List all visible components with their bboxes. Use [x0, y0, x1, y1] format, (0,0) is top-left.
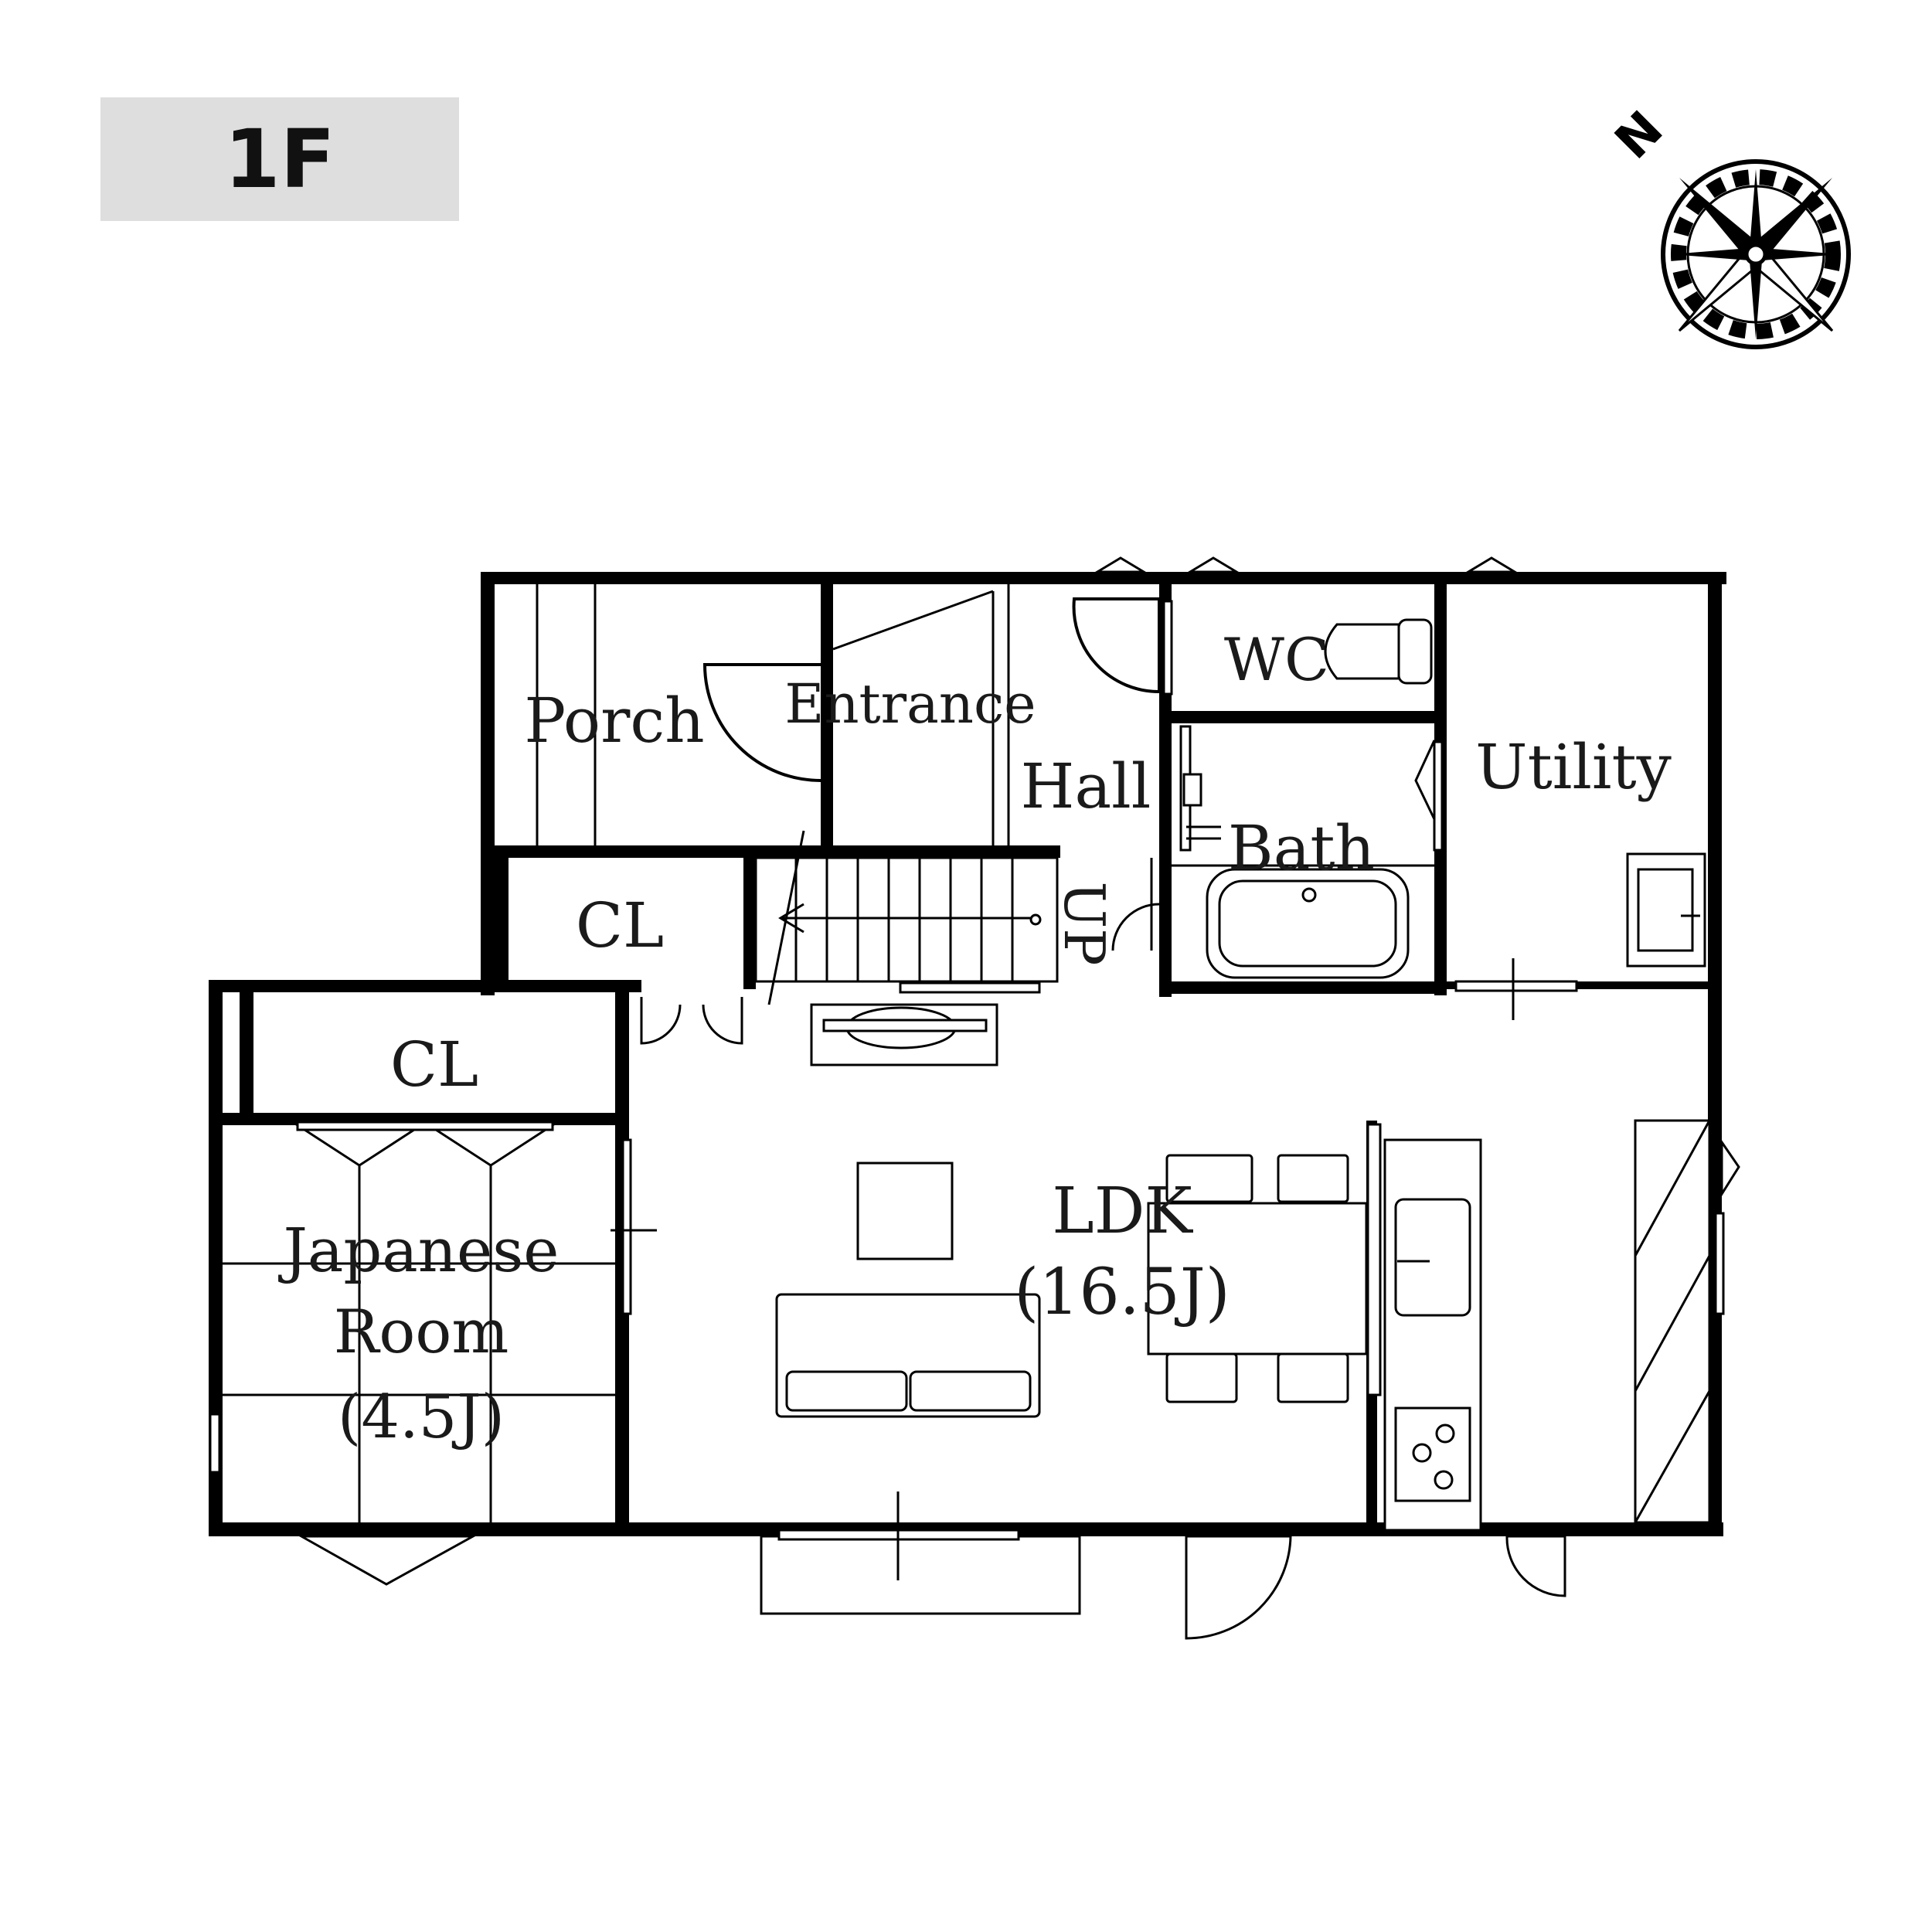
floor-badge: 1F [100, 97, 459, 221]
room-label-ldk-area: (16.5J) [1014, 1256, 1230, 1329]
room-label-ldk: LDK [1052, 1175, 1193, 1248]
room-label-japanese-line1: Japanese [278, 1216, 560, 1286]
room-label-hall: Hall [1021, 750, 1151, 822]
room-label-japanese-line2: Room [334, 1298, 509, 1367]
room-label-closet-lower: CL [390, 1029, 478, 1100]
compass-rose-icon [1661, 159, 1851, 349]
compass-north-label: N [1604, 100, 1674, 170]
stair-treads [794, 858, 1014, 981]
room-label-entrance: Entrance [784, 672, 1036, 736]
room-label-bath: Bath [1228, 812, 1375, 884]
fixtures [209, 556, 1740, 1640]
room-label-utility: Utility [1475, 731, 1672, 803]
tatami-lines [223, 1125, 615, 1522]
room-label-wc: WC [1224, 625, 1329, 694]
stair-up-label: UP [1052, 881, 1117, 965]
room-label-porch: Porch [524, 685, 704, 757]
floor-label: 1F [224, 112, 335, 206]
room-label-closet-upper: CL [576, 889, 664, 961]
room-label-japanese-area: (4.5J) [338, 1383, 505, 1452]
